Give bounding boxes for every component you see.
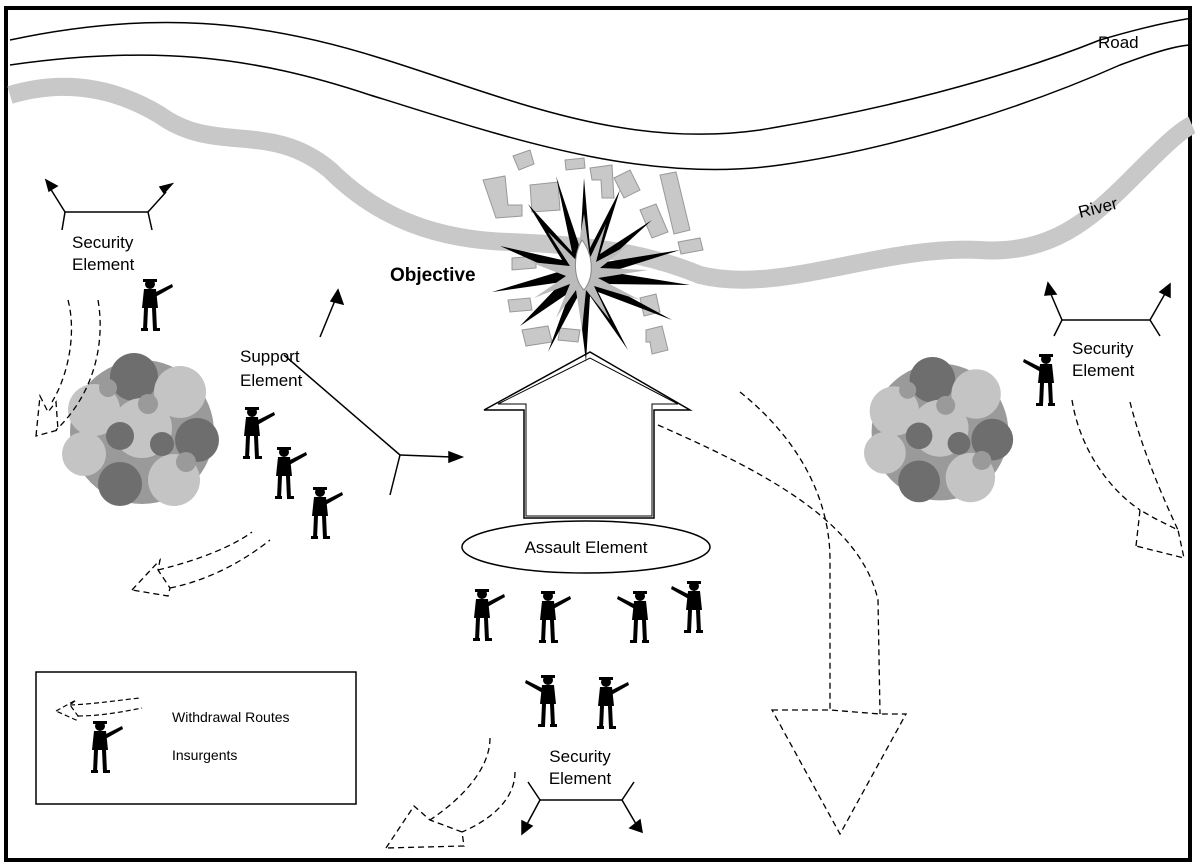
security-left-line1: Security — [72, 233, 134, 252]
assault-element-label: Assault Element — [525, 538, 648, 557]
objective-buildings — [482, 149, 704, 355]
withdrawal-route-right — [1071, 399, 1179, 531]
legend-insurgents-label: Insurgents — [172, 747, 237, 763]
withdrawal-route-left-lower — [157, 531, 271, 589]
security-bottom-bracket — [521, 781, 643, 836]
security-bottom-line1: Security — [549, 747, 611, 766]
foliage-right — [864, 356, 1014, 503]
support-line2: Element — [240, 371, 303, 390]
insurgent-figure — [243, 407, 275, 459]
withdrawal-arrowhead-left-upper — [35, 393, 59, 437]
insurgent-figure — [597, 677, 629, 729]
insurgent-figure — [311, 487, 343, 539]
legend: Withdrawal Routes Insurgents — [35, 671, 357, 805]
support-bracket — [283, 288, 465, 496]
road-label: Road — [1098, 33, 1139, 52]
security-right-line1: Security — [1072, 339, 1134, 358]
insurgent-figure — [473, 589, 505, 641]
map-frame — [4, 6, 1192, 862]
legend-withdrawal-icon — [54, 697, 143, 721]
assault-element-ellipse — [461, 520, 711, 574]
insurgent-figure — [525, 675, 557, 727]
river — [7, 77, 1195, 289]
legend-withdrawal-label: Withdrawal Routes — [172, 709, 290, 725]
objective-explosion — [492, 176, 690, 362]
withdrawal-arrowhead-bottom — [384, 805, 465, 849]
support-line1: Support — [240, 347, 300, 366]
insurgent-figure — [671, 581, 703, 633]
withdrawal-routes — [35, 299, 1185, 849]
withdrawal-route-bottom — [429, 737, 516, 833]
security-right-bracket — [1044, 281, 1171, 337]
withdrawal-route-left-upper-b — [55, 299, 101, 431]
security-left-line2: Element — [72, 255, 135, 274]
withdrawal-arrowhead-center — [770, 709, 908, 836]
legend-box — [35, 671, 357, 805]
insurgent-figure — [275, 447, 307, 499]
withdrawal-arrowhead-right — [1135, 508, 1185, 559]
objective-label: Objective — [390, 265, 476, 286]
security-right-line2: Element — [1072, 361, 1135, 380]
insurgent-figure — [617, 591, 649, 643]
withdrawal-route-center — [739, 391, 831, 710]
assault-arrow — [483, 351, 693, 519]
security-bottom-line2: Element — [549, 769, 612, 788]
withdrawal-route-left-upper — [51, 299, 73, 403]
foliage-left — [62, 353, 219, 506]
insurgent-figure — [539, 591, 571, 643]
insurgent-figure — [141, 279, 173, 331]
insurgent-figure — [1023, 354, 1055, 406]
withdrawal-route-center-b — [657, 424, 881, 715]
road — [9, 17, 1193, 171]
security-left-bracket — [44, 178, 175, 231]
withdrawal-arrowhead-left-lower — [130, 557, 171, 597]
